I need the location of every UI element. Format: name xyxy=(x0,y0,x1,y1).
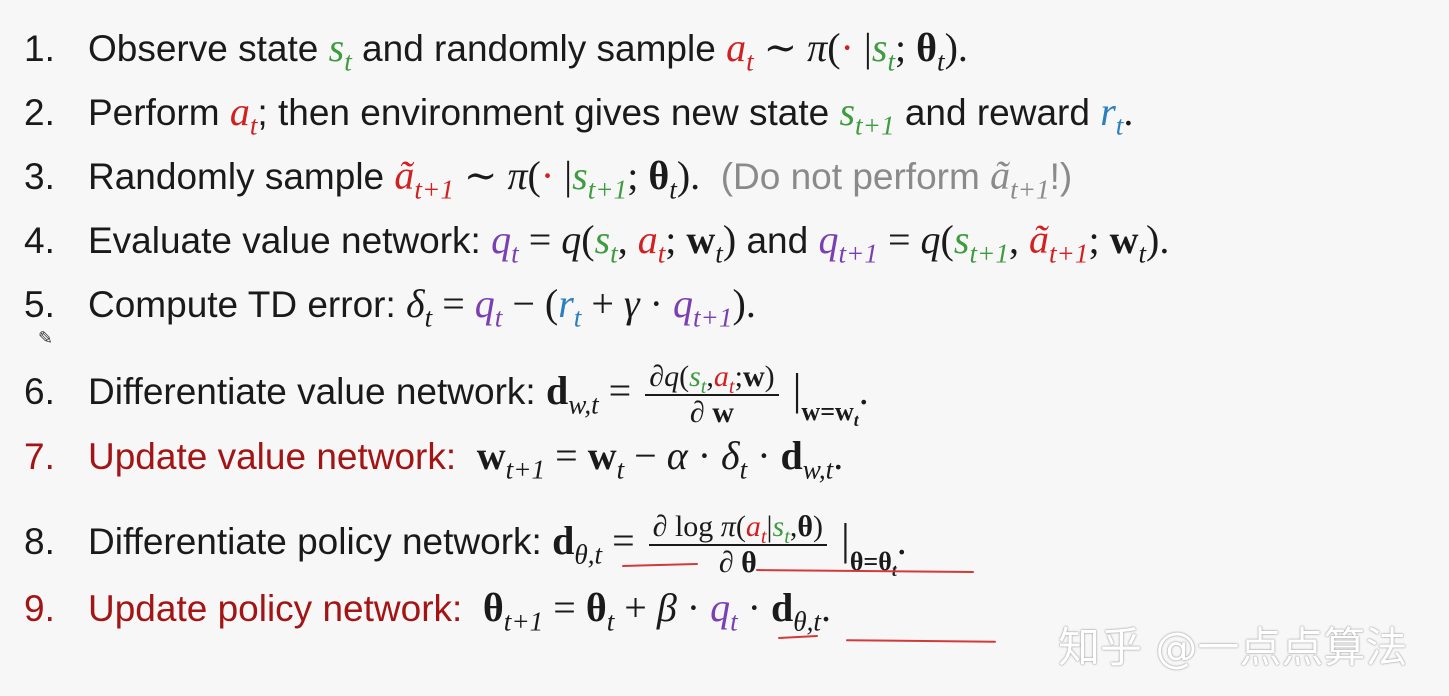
step-9: 9. Update policy network: θt+1 = θt + β ·… xyxy=(24,585,831,637)
math-q-next: qt+1 = q(st+1, ãt+1; wt). xyxy=(818,217,1170,269)
step-text: Perform xyxy=(88,92,220,133)
step-number: 3. xyxy=(24,156,55,197)
underline-annotation xyxy=(845,639,997,643)
step-text: Compute TD error: xyxy=(88,284,396,325)
step-6: 6. Differentiate value network: dw,t = ∂q… xyxy=(24,360,869,430)
step-number: 1. xyxy=(24,28,55,69)
step-number: 5. xyxy=(24,284,55,325)
step-text: Update policy network: xyxy=(88,588,463,629)
math-reward: rt. xyxy=(1100,89,1134,141)
step-note: (Do not perform ãt+1!) xyxy=(720,153,1073,205)
step-text: Randomly sample xyxy=(88,156,385,197)
step-text: Differentiate value network: xyxy=(88,371,536,413)
math-value-gradient: dw,t = ∂q(st,at;w)∂ w|w=wt. xyxy=(545,360,869,430)
math-policy-sample: at ∼ π(· |st; θt). xyxy=(726,25,968,77)
math-next-action-sample: ãt+1 ∼ π(· |st+1; θt). xyxy=(394,153,701,205)
watermark: 知乎 @一点点算法 xyxy=(1058,623,1408,672)
step-number: 8. xyxy=(24,521,55,563)
underline-annotation xyxy=(777,634,819,640)
step-number: 9. xyxy=(24,588,55,629)
step-2: 2. Perform at; then environment gives new… xyxy=(24,89,1134,141)
step-text: Update value network: xyxy=(88,436,457,477)
math-value-update: wt+1 = wt − α · δt · dw,t. xyxy=(476,433,844,485)
step-number: 4. xyxy=(24,220,55,261)
step-8: 8. Differentiate policy network: dθ,t = ∂… xyxy=(24,510,907,579)
step-text-2: and xyxy=(746,220,809,261)
step-5: 5. Compute TD error: δt = qt − (rt + γ · … xyxy=(24,281,756,333)
step-text: Differentiate policy network: xyxy=(88,521,542,563)
math-q-current: qt = q(st, at; wt) xyxy=(491,217,737,269)
step-text: Evaluate value network: xyxy=(88,220,481,261)
math-policy-gradient: dθ,t = ∂ log π(at|st,θ)∂ θ|θ=θt. xyxy=(552,510,907,579)
math-td-error: δt = qt − (rt + γ · qt+1). xyxy=(406,281,756,333)
step-number: 2. xyxy=(24,92,55,133)
math-policy-update: θt+1 = θt + β · qt · dθ,t. xyxy=(482,585,831,637)
step-text-2: and randomly sample xyxy=(362,28,716,69)
step-text-3: and reward xyxy=(904,92,1090,133)
pencil-icon: ✎ xyxy=(38,328,54,348)
step-text: Observe state xyxy=(88,28,319,69)
math-next-state: st+1 xyxy=(839,89,895,141)
step-4: 4. Evaluate value network: qt = q(st, at;… xyxy=(24,217,1170,269)
step-7: 7. Update value network: wt+1 = wt − α · … xyxy=(24,433,844,485)
step-number: 7. xyxy=(24,436,55,477)
step-text-2: ; then environment gives new state xyxy=(257,92,830,133)
math-state: st xyxy=(328,25,352,77)
math-action: at xyxy=(229,89,258,141)
step-1: 1. Observe state st and randomly sample a… xyxy=(24,25,968,77)
step-number: 6. xyxy=(24,371,55,413)
step-3: 3. Randomly sample ãt+1 ∼ π(· |st+1; θt).… xyxy=(24,153,1073,205)
